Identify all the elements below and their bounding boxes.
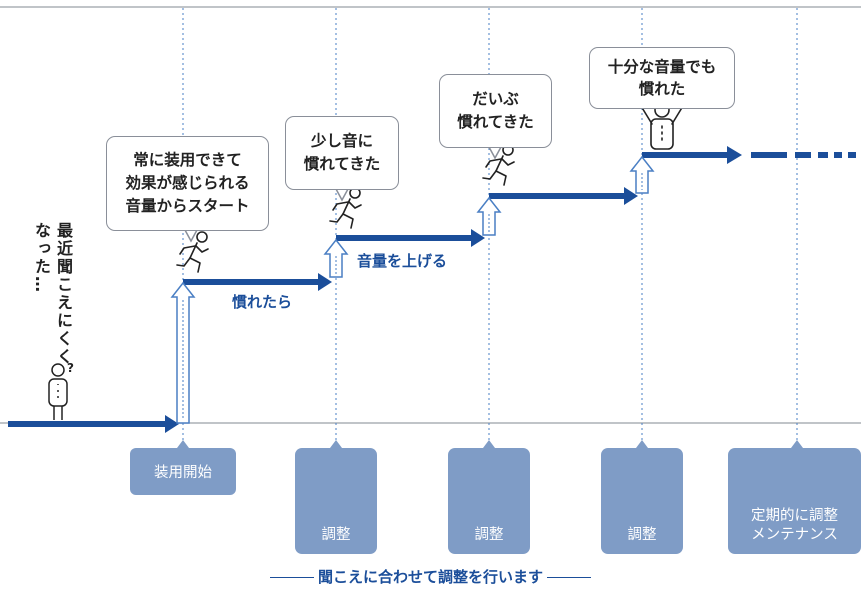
card-pointers — [177, 440, 803, 448]
bubble-start: 常に装用できて 効果が感じられる 音量からスタート — [106, 136, 269, 231]
step-3 — [489, 193, 625, 199]
step-base — [8, 421, 166, 427]
question-mark-icon: ? — [67, 361, 74, 375]
step-4 — [642, 152, 728, 158]
step-4-arrowhead — [727, 146, 742, 164]
footer-dash-right — [547, 577, 591, 578]
step-1 — [183, 279, 319, 285]
confused-person-icon — [48, 363, 68, 420]
adjust-card-1: 調整 — [295, 448, 377, 554]
footer-text: 聞こえに合わせて調整を行います — [317, 568, 543, 586]
adjust-card-1-label: 調整 — [321, 527, 351, 543]
adjust-card-2-label: 調整 — [474, 527, 504, 543]
footer-caption: 聞こえに合わせて調整を行います — [0, 566, 861, 587]
up-arrows — [170, 155, 655, 424]
running-person-icon — [176, 231, 209, 273]
bubble-start-line-1: 常に装用できて — [133, 151, 242, 169]
bubble-step4-line-1: 十分な音量でも — [607, 58, 717, 76]
maintenance-line-1: 定期的に調整 — [751, 508, 838, 524]
bubble-start-line-2: 効果が感じられる — [125, 174, 250, 192]
maintenance-card: 定期的に調整 メンテナンス — [728, 448, 861, 554]
arrow-label-step1: 慣れたら — [232, 293, 293, 311]
start-card-label: 装用開始 — [154, 465, 212, 481]
adjust-card-2: 調整 — [448, 448, 530, 554]
maintenance-card-label: 定期的に調整 メンテナンス — [728, 507, 861, 545]
step-2-arrowhead — [471, 229, 485, 247]
bubble-step3-line-1: だいぶ — [472, 90, 519, 108]
bubble-step3: だいぶ 慣れてきた — [439, 74, 552, 148]
bubble-step4-line-2: 慣れた — [638, 80, 686, 98]
left-vertical-text: 最近聞こえにくくなった… — [32, 222, 73, 366]
dash-1 — [751, 152, 787, 158]
bubble-step2: 少し音に 慣れてきた — [285, 116, 399, 190]
bubble-step2-line-1: 少し音に — [310, 132, 373, 150]
arrow-label-step2: 音量を上げる — [357, 252, 448, 270]
start-card: 装用開始 — [130, 448, 236, 495]
dash-4 — [834, 152, 842, 158]
up-arrow-2 — [323, 238, 349, 278]
step-1-arrowhead — [318, 273, 332, 291]
up-arrow-3 — [476, 196, 502, 236]
dash-2 — [795, 152, 811, 158]
bubble-step2-line-2: 慣れてきた — [303, 155, 381, 173]
step-3-arrowhead — [624, 187, 638, 205]
step-2 — [336, 235, 472, 241]
dash-3 — [818, 152, 828, 158]
maintenance-line-2: メンテナンス — [751, 527, 838, 543]
dash-5 — [848, 152, 856, 158]
running-person-icon — [329, 187, 362, 229]
step-base-arrowhead — [165, 415, 179, 433]
adjust-card-3-label: 調整 — [627, 527, 657, 543]
bubble-step4: 十分な音量でも 慣れた — [589, 47, 735, 109]
bubble-start-line-3: 音量からスタート — [125, 197, 250, 215]
volume-steps — [8, 146, 856, 433]
bubble-step3-line-2: 慣れてきた — [457, 113, 534, 131]
footer-dash-left — [269, 577, 314, 578]
adjust-card-3: 調整 — [601, 448, 683, 554]
